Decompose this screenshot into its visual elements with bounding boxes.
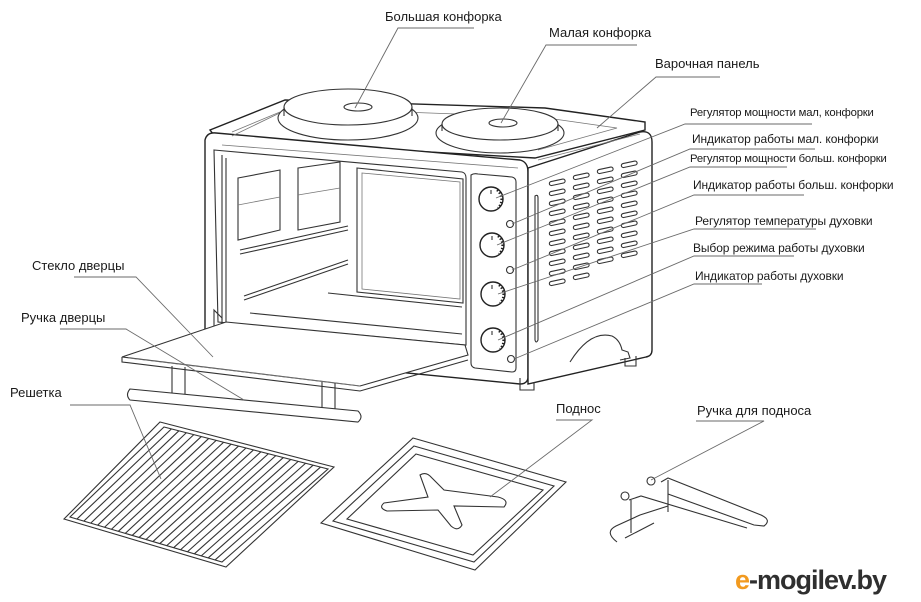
label-door-glass: Стекло дверцы — [32, 258, 125, 273]
vent-slot — [596, 166, 614, 175]
tray-handle-part — [609, 476, 768, 543]
rack-bar — [152, 449, 254, 542]
knob-oven-mode[interactable] — [480, 327, 506, 353]
vent-slot — [620, 190, 638, 199]
vent-slot — [572, 222, 590, 231]
label-small-burner-indicator: Индикатор работы мал. конфорки — [692, 132, 879, 146]
indicator-large-burner — [505, 265, 515, 275]
watermark-logo: e-mogilev.by — [735, 565, 887, 596]
vent-slot — [572, 242, 590, 251]
vent-slot — [572, 212, 590, 221]
rack-bar — [124, 441, 225, 534]
rack-bar — [214, 466, 321, 561]
rack-bar — [138, 445, 239, 538]
knob-large-burner-power[interactable] — [479, 232, 505, 258]
rack-bar — [145, 447, 247, 540]
vent-slot — [620, 180, 638, 189]
vent-slot — [548, 178, 566, 187]
vent-slot — [548, 238, 566, 247]
vent-slot — [572, 262, 590, 271]
vent-slot — [572, 232, 590, 241]
rack-bar — [83, 430, 180, 522]
wire-rack — [62, 421, 336, 568]
label-tray-handle: Ручка для подноса — [697, 403, 812, 418]
knob-oven-temperature[interactable] — [480, 281, 506, 307]
door-handle[interactable] — [126, 366, 362, 423]
side-vents — [548, 160, 638, 287]
oven-feet — [519, 334, 637, 391]
vent-slot — [572, 252, 590, 261]
indicator-small-burner — [505, 219, 515, 229]
vent-slot — [548, 208, 566, 217]
vent-slot — [548, 188, 566, 197]
rack-bar — [90, 432, 187, 524]
baking-tray — [319, 437, 568, 571]
vent-slot — [596, 236, 614, 245]
vent-slot — [548, 278, 566, 287]
label-door-handle: Ручка дверцы — [21, 310, 106, 325]
watermark-prefix: e — [735, 565, 750, 595]
label-large-burner: Большая конфорка — [385, 9, 502, 24]
vent-slot — [572, 202, 590, 211]
rack-bar — [193, 460, 299, 555]
label-small-burner: Малая конфорка — [549, 25, 652, 40]
label-wire-rack: Решетка — [10, 385, 62, 400]
rack-bar — [97, 434, 195, 526]
vent-slot — [596, 246, 614, 255]
rack-bar — [117, 439, 217, 532]
vent-slot — [620, 240, 638, 249]
vent-slot — [572, 182, 590, 191]
vent-slot — [572, 172, 590, 181]
vent-slot — [548, 198, 566, 207]
label-oven-indicator: Индикатор работы духовки — [695, 269, 844, 283]
label-small-burner-power-regulator: Регулятор мощности мал, конфорки — [690, 107, 874, 119]
knob-small-burner-power[interactable] — [478, 186, 504, 212]
vent-slot — [596, 206, 614, 215]
vent-slot — [548, 228, 566, 237]
vent-slot — [620, 230, 638, 239]
small-burner — [435, 107, 565, 154]
vent-slot — [620, 250, 638, 259]
rack-bar — [207, 464, 314, 559]
rack-bar — [131, 443, 232, 536]
rack-bar — [111, 438, 210, 530]
oven-door-glass — [121, 321, 469, 392]
label-large-burner-power-regulator: Регулятор мощности больш. конфорки — [690, 153, 887, 165]
oven-cavity — [213, 149, 467, 346]
rack-bar — [76, 428, 172, 520]
rack-bar — [159, 451, 262, 544]
vent-slot — [620, 160, 638, 169]
vent-slot — [620, 200, 638, 209]
label-baking-tray: Поднос — [556, 401, 601, 416]
rack-bar — [166, 453, 269, 547]
watermark-suffix: -mogilev.by — [749, 565, 887, 595]
vent-slot — [596, 186, 614, 195]
leader-lines — [60, 27, 816, 498]
vent-slot — [596, 176, 614, 185]
label-oven-mode-selector: Выбор режима работы духовки — [693, 241, 865, 255]
vent-slot — [596, 196, 614, 205]
rack-bar — [187, 459, 292, 553]
label-oven-temperature-regulator: Регулятор температуры духовки — [695, 214, 873, 228]
large-burner — [277, 88, 419, 141]
vent-slot — [548, 248, 566, 257]
indicator-oven — [506, 354, 516, 364]
vent-slot — [620, 170, 638, 179]
rack-bar — [173, 455, 277, 549]
control-panel — [470, 173, 517, 373]
rack-bar — [200, 462, 307, 557]
vent-slot — [548, 258, 566, 267]
vent-slot — [596, 216, 614, 225]
label-hob-panel: Варочная панель — [655, 56, 760, 71]
rack-bar — [104, 436, 202, 528]
rack-bar — [180, 457, 284, 551]
vent-slot — [620, 210, 638, 219]
label-large-burner-indicator: Индикатор работы больш. конфорки — [693, 178, 894, 192]
vent-slot — [572, 272, 590, 281]
